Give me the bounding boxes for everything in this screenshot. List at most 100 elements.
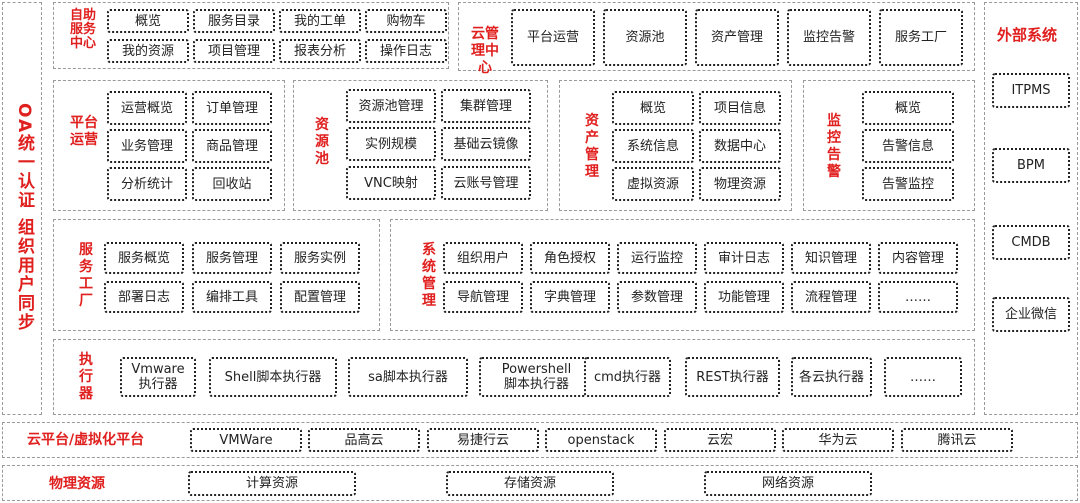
- external-itpms[interactable]: ITPMS: [992, 73, 1070, 108]
- external-label: 外部系统: [997, 26, 1058, 44]
- service-factory-orchestration[interactable]: 编排工具: [192, 281, 272, 313]
- system-mgmt-more[interactable]: ……: [878, 281, 958, 313]
- executor-vmware[interactable]: Vmware 执行器: [120, 357, 196, 397]
- cloud-platform-openstack[interactable]: openstack: [545, 428, 657, 452]
- executor-cmd[interactable]: cmd执行器: [584, 357, 671, 397]
- platform-ops-overview[interactable]: 运营概览: [107, 91, 187, 125]
- cloud-mgmt-platform-ops[interactable]: 平台运营: [511, 9, 595, 66]
- cloud-mgmt-resource-pool[interactable]: 资源池: [603, 9, 687, 66]
- left-sidebar-panel: OA统一认证 组织用户同步: [2, 2, 42, 415]
- system-mgmt-dictionary[interactable]: 字典管理: [530, 281, 610, 313]
- system-mgmt-functions[interactable]: 功能管理: [704, 281, 784, 313]
- system-mgmt-knowledge[interactable]: 知识管理: [791, 242, 871, 274]
- self-service-panel: 自助 服务 中心 概览 服务目录 我的工单 购物车 我的资源 项目管理 报表分析…: [53, 2, 449, 69]
- asset-mgmt-system-info[interactable]: 系统信息: [612, 129, 694, 163]
- cloud-platform-bingocloud[interactable]: 品高云: [308, 428, 420, 452]
- resource-pool-instance-spec[interactable]: 实例规模: [346, 127, 436, 161]
- cloud-platform-huawei[interactable]: 华为云: [782, 428, 894, 452]
- executor-sa[interactable]: sa脚本执行器: [348, 357, 468, 397]
- platform-ops-products[interactable]: 商品管理: [192, 129, 272, 163]
- self-service-projects[interactable]: 项目管理: [193, 39, 275, 63]
- cloud-platform-easystack[interactable]: 易捷行云: [427, 428, 539, 452]
- self-service-cart[interactable]: 购物车: [365, 9, 447, 33]
- platform-ops-label: 平台 运营: [70, 115, 98, 148]
- executor-shell[interactable]: Shell脚本执行器: [209, 357, 337, 397]
- cloud-platform-label: 云平台/虚拟化平台: [27, 432, 145, 448]
- physical-storage[interactable]: 存储资源: [446, 471, 614, 496]
- self-service-my-resources[interactable]: 我的资源: [107, 39, 189, 63]
- executor-panel: 执 行 器 Vmware 执行器 Shell脚本执行器 sa脚本执行器 Powe…: [53, 339, 975, 415]
- resource-pool-label: 资 源 池: [315, 117, 329, 167]
- system-mgmt-panel: 系 统 管 理 组织用户 角色授权 运行监控 审计日志 知识管理 内容管理 导航…: [390, 219, 975, 331]
- asset-mgmt-overview[interactable]: 概览: [612, 91, 694, 125]
- system-mgmt-audit-log[interactable]: 审计日志: [704, 242, 784, 274]
- resource-pool-base-image[interactable]: 基础云镜像: [441, 127, 531, 161]
- external-wecom[interactable]: 企业微信: [992, 297, 1070, 332]
- external-cmdb[interactable]: CMDB: [992, 225, 1070, 260]
- self-service-label: 自助 服务 中心: [69, 8, 96, 51]
- platform-ops-orders[interactable]: 订单管理: [192, 91, 272, 125]
- self-service-reports[interactable]: 报表分析: [279, 39, 361, 63]
- system-mgmt-navigation[interactable]: 导航管理: [443, 281, 523, 313]
- system-mgmt-content[interactable]: 内容管理: [878, 242, 958, 274]
- platform-ops-panel: 平台 运营 运营概览 订单管理 业务管理 商品管理 分析统计 回收站: [53, 80, 285, 211]
- service-factory-overview[interactable]: 服务概览: [104, 242, 184, 274]
- cloud-mgmt-panel: 云管理中心 平台运营 资源池 资产管理 监控告警 服务工厂: [458, 2, 975, 76]
- service-factory-config[interactable]: 配置管理: [280, 281, 360, 313]
- monitor-alert-label: 监 控 告 警: [827, 113, 841, 180]
- service-factory-instances[interactable]: 服务实例: [280, 242, 360, 274]
- monitor-alert-monitoring[interactable]: 告警监控: [862, 167, 954, 201]
- cloud-mgmt-monitor[interactable]: 监控告警: [787, 9, 871, 66]
- physical-label: 物理资源: [49, 476, 105, 492]
- platform-ops-recycle[interactable]: 回收站: [192, 167, 272, 201]
- external-bpm[interactable]: BPM: [992, 148, 1070, 183]
- asset-mgmt-virtual[interactable]: 虚拟资源: [612, 167, 694, 201]
- cloud-mgmt-asset[interactable]: 资产管理: [695, 9, 779, 66]
- asset-mgmt-panel: 资 产 管 理 概览 项目信息 系统信息 数据中心 虚拟资源 物理资源: [559, 80, 792, 211]
- executor-cloud[interactable]: 各云执行器: [791, 357, 872, 397]
- cloud-platform-tencent[interactable]: 腾讯云: [901, 428, 1013, 452]
- executor-label: 执 行 器: [79, 352, 93, 402]
- monitor-alert-info[interactable]: 告警信息: [862, 129, 954, 163]
- monitor-alert-overview[interactable]: 概览: [862, 91, 954, 125]
- cloud-platform-winhong[interactable]: 云宏: [664, 428, 776, 452]
- executor-rest[interactable]: REST执行器: [685, 357, 780, 397]
- cloud-mgmt-label-text: 云管理中心: [471, 26, 499, 76]
- system-mgmt-roles[interactable]: 角色授权: [530, 242, 610, 274]
- monitor-alert-panel: 监 控 告 警 概览 告警信息 告警监控: [803, 80, 975, 211]
- self-service-logs[interactable]: 操作日志: [365, 39, 447, 63]
- cloud-mgmt-service-factory[interactable]: 服务工厂: [879, 9, 963, 66]
- service-factory-label: 服 务 工 厂: [79, 242, 93, 309]
- asset-mgmt-physical[interactable]: 物理资源: [699, 167, 781, 201]
- service-factory-deploy-log[interactable]: 部署日志: [104, 281, 184, 313]
- asset-mgmt-project-info[interactable]: 项目信息: [699, 91, 781, 125]
- physical-compute[interactable]: 计算资源: [188, 471, 356, 496]
- platform-ops-analytics[interactable]: 分析统计: [107, 167, 187, 201]
- self-service-my-tickets[interactable]: 我的工单: [279, 9, 361, 33]
- executor-more[interactable]: ……: [884, 357, 962, 397]
- left-sidebar-label: OA统一认证 组织用户同步: [14, 103, 34, 333]
- platform-ops-business[interactable]: 业务管理: [107, 129, 187, 163]
- system-mgmt-org-users[interactable]: 组织用户: [443, 242, 523, 274]
- resource-pool-mgmt[interactable]: 资源池管理: [346, 89, 436, 123]
- external-panel: 外部系统 ITPMS BPM CMDB 企业微信: [984, 2, 1078, 415]
- cloud-platform-vmware[interactable]: VMWare: [190, 428, 302, 452]
- cloud-platform-panel: 云平台/虚拟化平台 VMWare 品高云 易捷行云 openstack 云宏 华…: [2, 422, 1078, 458]
- asset-mgmt-datacenter[interactable]: 数据中心: [699, 129, 781, 163]
- self-service-catalog[interactable]: 服务目录: [193, 9, 275, 33]
- resource-pool-cloud-account[interactable]: 云账号管理: [441, 166, 531, 200]
- resource-pool-cluster[interactable]: 集群管理: [441, 89, 531, 123]
- executor-powershell[interactable]: Powershell 脚本执行器: [479, 357, 594, 397]
- system-mgmt-label: 系 统 管 理: [422, 242, 436, 309]
- service-factory-mgmt[interactable]: 服务管理: [192, 242, 272, 274]
- resource-pool-vnc[interactable]: VNC映射: [346, 166, 436, 200]
- system-mgmt-parameters[interactable]: 参数管理: [617, 281, 697, 313]
- system-mgmt-runtime-monitor[interactable]: 运行监控: [617, 242, 697, 274]
- service-factory-panel: 服 务 工 厂 服务概览 服务管理 服务实例 部署日志 编排工具 配置管理: [53, 219, 380, 331]
- system-mgmt-workflow[interactable]: 流程管理: [791, 281, 871, 313]
- cloud-mgmt-label: 云管理中心: [465, 9, 505, 77]
- physical-network[interactable]: 网络资源: [704, 471, 872, 496]
- self-service-overview[interactable]: 概览: [107, 9, 189, 33]
- physical-panel: 物理资源 计算资源 存储资源 网络资源: [2, 465, 1078, 501]
- asset-mgmt-label: 资 产 管 理: [585, 113, 599, 180]
